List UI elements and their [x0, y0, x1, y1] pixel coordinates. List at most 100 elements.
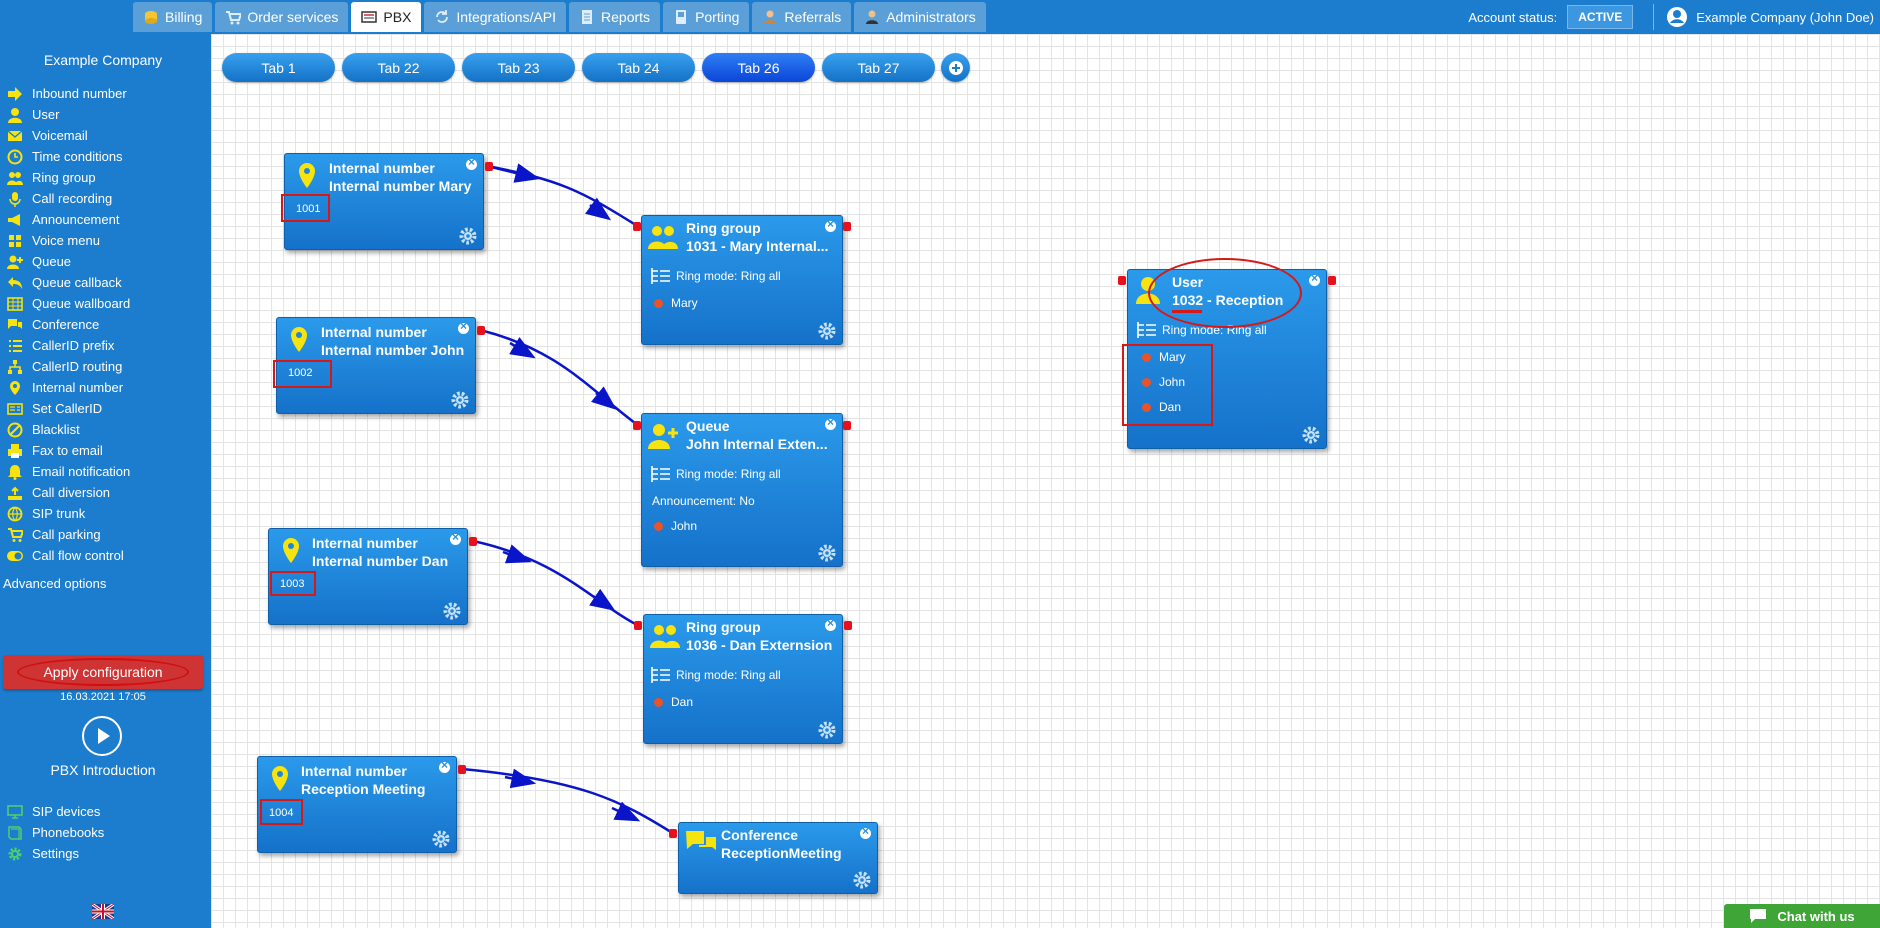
gear-icon[interactable]	[852, 870, 872, 890]
sidebar-item-callerid-prefix[interactable]: CallerID prefix	[6, 335, 130, 356]
close-icon[interactable]	[825, 415, 836, 430]
input-port[interactable]	[1118, 276, 1126, 285]
sidebar-item-internal-number[interactable]: Internal number	[6, 377, 130, 398]
close-icon[interactable]	[825, 616, 836, 631]
sidebar-item-label: CallerID routing	[32, 359, 123, 374]
member-item: Mary	[1142, 350, 1186, 364]
tab-order-services[interactable]: Order services	[215, 2, 349, 32]
input-port[interactable]	[669, 829, 677, 838]
sidebar-item-sip-devices[interactable]: SIP devices	[6, 801, 104, 822]
input-port[interactable]	[633, 421, 641, 430]
canvas-tab[interactable]: Tab 23	[462, 53, 575, 82]
tab-porting[interactable]: Porting	[663, 2, 750, 32]
sidebar-item-user[interactable]: User	[6, 104, 130, 125]
input-port[interactable]	[634, 621, 642, 630]
input-port[interactable]	[633, 222, 641, 231]
gear-icon[interactable]	[458, 226, 478, 246]
sidebar-item-time-conditions[interactable]: Time conditions	[6, 146, 130, 167]
map-pin-icon	[291, 327, 307, 352]
gear-icon[interactable]	[431, 829, 451, 849]
output-port[interactable]	[844, 621, 852, 630]
node-internal-number-john[interactable]: Internal number Internal number John 100…	[276, 317, 476, 414]
sidebar-item-call-diversion[interactable]: Call diversion	[6, 482, 130, 503]
sidebar-item-queue-wallboard[interactable]: Queue wallboard	[6, 293, 130, 314]
sidebar-item-label: Call diversion	[32, 485, 111, 500]
canvas-tab[interactable]: Tab 24	[582, 53, 695, 82]
account-user-menu[interactable]: Example Company (John Doe)	[1666, 6, 1874, 28]
gear-icon[interactable]	[817, 321, 837, 341]
output-port[interactable]	[477, 326, 485, 335]
sidebar-item-voice-menu[interactable]: Voice menu	[6, 230, 130, 251]
tab-referrals[interactable]: Referrals	[752, 2, 852, 32]
sidebar-item-fax-to-email[interactable]: Fax to email	[6, 440, 130, 461]
add-tab-button[interactable]	[941, 53, 970, 82]
output-port[interactable]	[469, 537, 477, 546]
sidebar-item-settings[interactable]: Settings	[6, 843, 104, 864]
close-icon[interactable]	[466, 155, 477, 170]
tab-integrations[interactable]: Integrations/API	[424, 2, 567, 32]
gear-icon[interactable]	[450, 390, 470, 410]
apply-configuration-button[interactable]: Apply configuration	[3, 655, 203, 689]
node-internal-number-reception[interactable]: Internal number Reception Meeting 1004	[257, 756, 457, 853]
status-dot	[654, 298, 663, 308]
user-plus-icon	[648, 424, 678, 449]
gear-icon[interactable]	[817, 543, 837, 563]
canvas-tab[interactable]: Tab 27	[822, 53, 935, 82]
sidebar-item-sip-trunk[interactable]: SIP trunk	[6, 503, 130, 524]
sidebar-item-ring-group[interactable]: Ring group	[6, 167, 130, 188]
sidebar-item-conference[interactable]: Conference	[6, 314, 130, 335]
id-card-icon	[7, 402, 23, 415]
sidebar-item-call-flow-control[interactable]: Call flow control	[6, 545, 130, 566]
sidebar-item-callerid-routing[interactable]: CallerID routing	[6, 356, 130, 377]
sidebar-item-queue[interactable]: Queue	[6, 251, 130, 272]
status-dot	[1142, 402, 1151, 412]
node-internal-number-dan[interactable]: Internal number Internal number Dan 1003	[268, 528, 468, 625]
node-queue-john[interactable]: Queue John Internal Exten... Ring mode: …	[641, 413, 843, 567]
account-status-label: Account status:	[1468, 9, 1558, 25]
sidebar-item-phonebooks[interactable]: Phonebooks	[6, 822, 104, 843]
node-ring-group-mary[interactable]: Ring group 1031 - Mary Internal... Ring …	[641, 215, 843, 345]
pbx-introduction-link[interactable]: PBX Introduction	[50, 762, 156, 778]
close-icon[interactable]	[1309, 271, 1320, 286]
output-port[interactable]	[458, 765, 466, 774]
output-port[interactable]	[1328, 276, 1336, 285]
highlight-ellipse	[1148, 258, 1302, 328]
node-internal-number-mary[interactable]: Internal number Internal number Mary 100…	[284, 153, 484, 250]
canvas-tab[interactable]: Tab 22	[342, 53, 455, 82]
tab-pbx[interactable]: PBX	[351, 2, 422, 32]
close-icon[interactable]	[458, 319, 469, 334]
gear-icon[interactable]	[442, 601, 462, 621]
uk-flag-icon[interactable]	[92, 904, 114, 919]
tab-administrators[interactable]: Administrators	[854, 2, 986, 32]
output-port[interactable]	[843, 222, 851, 231]
node-ring-group-dan[interactable]: Ring group 1036 - Dan Externsion Ring mo…	[643, 614, 843, 744]
sidebar-item-voicemail[interactable]: Voicemail	[6, 125, 130, 146]
canvas-tab-active[interactable]: Tab 26	[702, 53, 815, 82]
gear-icon[interactable]	[1301, 425, 1321, 445]
sidebar-item-call-recording[interactable]: Call recording	[6, 188, 130, 209]
output-port[interactable]	[485, 162, 493, 171]
sidebar-item-email-notification[interactable]: Email notification	[6, 461, 130, 482]
sidebar-item-call-parking[interactable]: Call parking	[6, 524, 130, 545]
sidebar-item-blacklist[interactable]: Blacklist	[6, 419, 130, 440]
sidebar-item-inbound-number[interactable]: Inbound number	[6, 83, 130, 104]
close-icon[interactable]	[825, 217, 836, 232]
gear-icon[interactable]	[817, 720, 837, 740]
chat-widget-button[interactable]: Chat with us	[1724, 904, 1880, 928]
sidebar-item-label: CallerID prefix	[32, 338, 115, 353]
close-icon[interactable]	[450, 530, 461, 545]
play-button[interactable]	[82, 716, 122, 756]
node-conference[interactable]: Conference ReceptionMeeting	[678, 822, 878, 894]
sidebar-item-announcement[interactable]: Announcement	[6, 209, 130, 230]
advanced-options-link[interactable]: Advanced options	[3, 576, 107, 591]
sidebar-item-queue-callback[interactable]: Queue callback	[6, 272, 130, 293]
bell-icon	[8, 464, 22, 480]
tab-billing[interactable]: Billing	[133, 2, 213, 32]
account-area: Account status: ACTIVE Example Company (…	[1468, 0, 1880, 34]
close-icon[interactable]	[439, 758, 450, 773]
close-icon[interactable]	[860, 824, 871, 839]
canvas-tab[interactable]: Tab 1	[222, 53, 335, 82]
output-port[interactable]	[843, 421, 851, 430]
tab-reports[interactable]: Reports	[569, 2, 661, 32]
sidebar-item-set-callerid[interactable]: Set CallerID	[6, 398, 130, 419]
